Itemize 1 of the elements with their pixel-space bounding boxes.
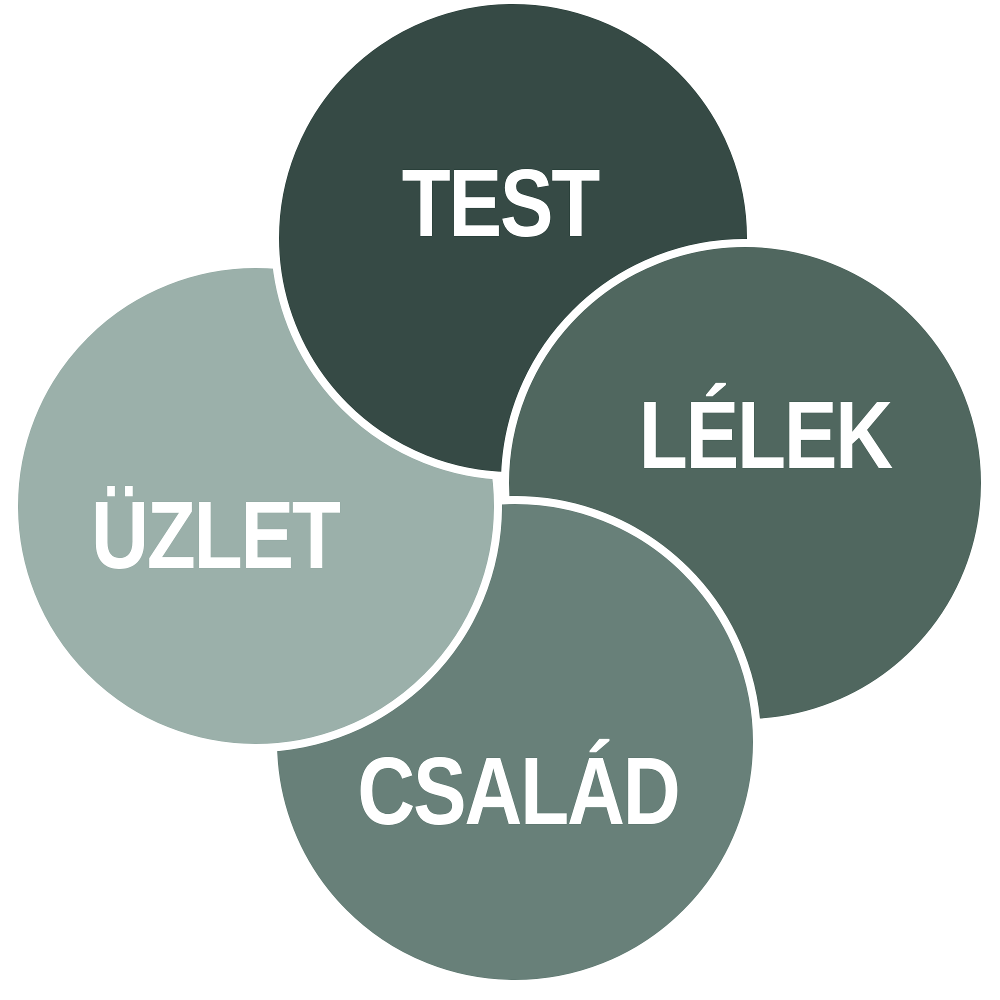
circle-label: ÜZLET bbox=[91, 480, 339, 590]
